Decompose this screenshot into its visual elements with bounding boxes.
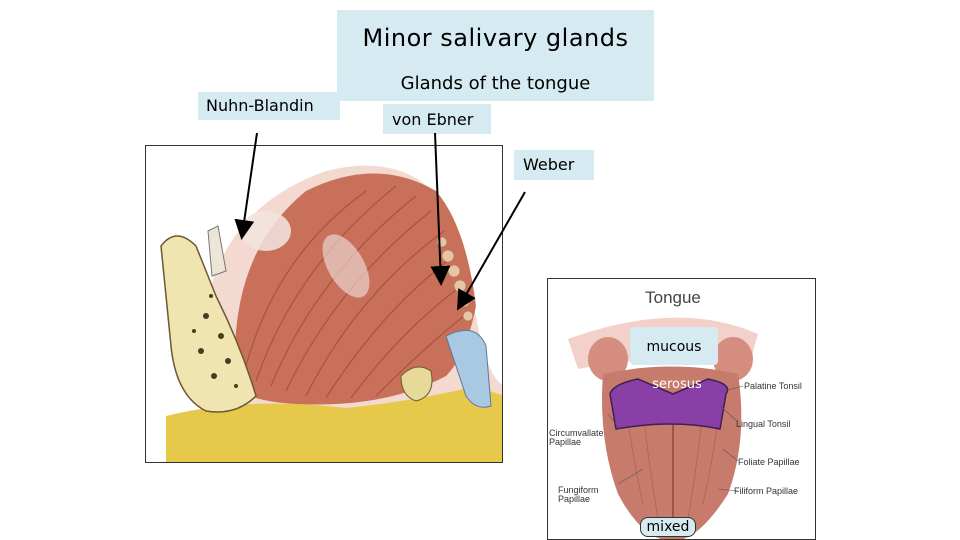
slide-subtitle: Glands of the tongue xyxy=(400,73,591,94)
annot-circumvallate-1: Circumvallate xyxy=(549,428,604,438)
annot-lingual-tonsil: Lingual Tonsil xyxy=(736,419,790,429)
annot-fungiform-1: Fungiform xyxy=(558,485,599,495)
label-von-ebner: von Ebner xyxy=(383,104,491,134)
title-box: Minor salivary glands Glands of the tong… xyxy=(337,10,654,101)
tongue-dorsal-illustration: Tongue Palatine Tonsil Lingual Tonsil Ci… xyxy=(547,278,816,540)
annot-palatine-tonsil: Palatine Tonsil xyxy=(744,381,802,391)
label-mixed: mixed xyxy=(640,517,696,537)
annot-foliate-papillae: Foliate Papillae xyxy=(738,457,800,467)
tongue-sagittal-illustration xyxy=(145,145,503,463)
label-mucous: mucous xyxy=(630,327,718,365)
tongue-heading: Tongue xyxy=(645,288,701,307)
label-weber: Weber xyxy=(514,150,594,180)
annot-filiform-papillae: Filiform Papillae xyxy=(734,486,798,496)
label-nuhn-blandin: Nuhn-Blandin xyxy=(198,92,340,120)
label-serosus: serosus xyxy=(652,377,702,392)
slide-title: Minor salivary glands xyxy=(362,24,629,52)
annot-fungiform-2: Papillae xyxy=(558,494,590,504)
annot-circumvallate-2: Papillae xyxy=(549,437,581,447)
